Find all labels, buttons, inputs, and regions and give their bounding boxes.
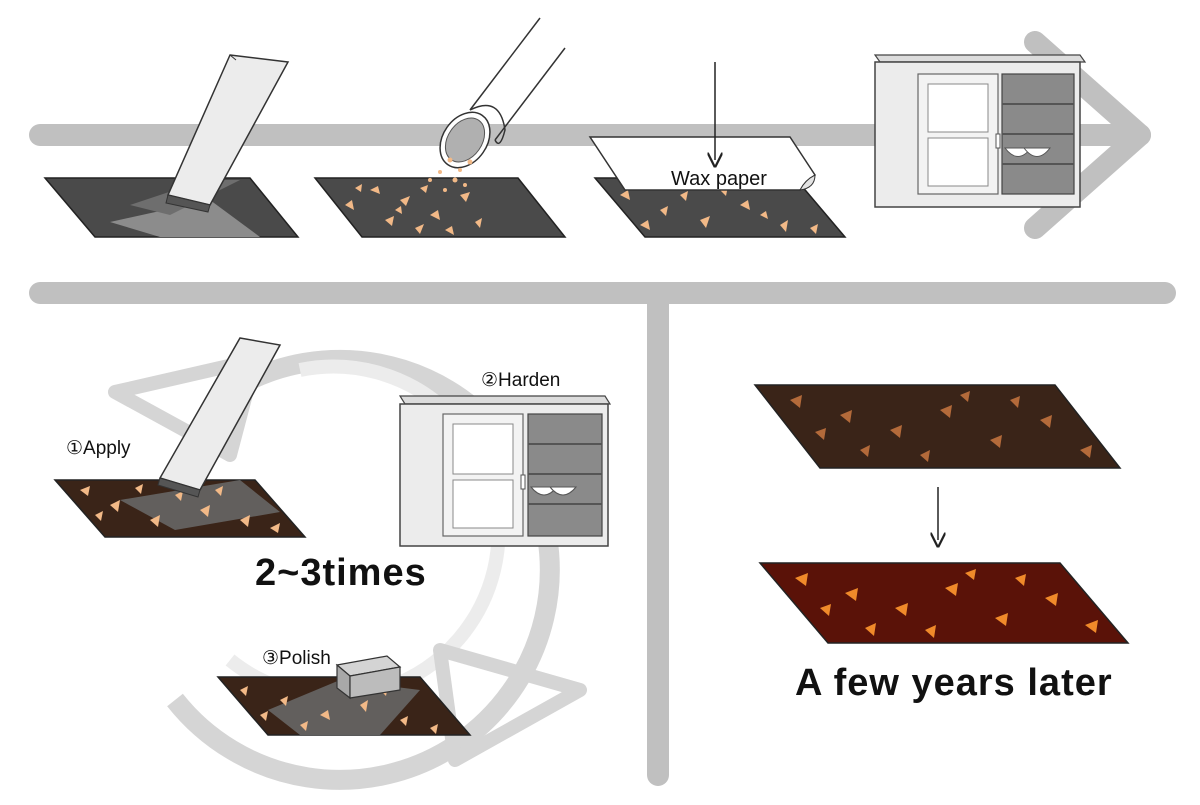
drying-cabinet-icon (873, 54, 1087, 208)
repeat-count-label: 2~3times (255, 552, 427, 594)
spatula-icon (157, 337, 282, 498)
apply-board (53, 479, 307, 538)
polishing-block-icon (335, 655, 402, 700)
harden-label: ②Harden (481, 370, 561, 391)
polish-label: ③Polish (262, 648, 331, 669)
sieve-icon (428, 17, 566, 192)
aging-caption: A few years later (795, 662, 1113, 704)
wax-paper-icon (588, 136, 816, 191)
lacquer-board-new (753, 384, 1122, 469)
spatula-icon (165, 54, 290, 213)
apply-label: ①Apply (66, 438, 131, 459)
drying-cabinet-icon (398, 395, 612, 547)
slate-board-covered (593, 177, 847, 238)
lacquer-board-aged (758, 562, 1130, 644)
slate-board-flaked (313, 177, 567, 238)
wax-paper-label: Wax paper (671, 168, 767, 190)
